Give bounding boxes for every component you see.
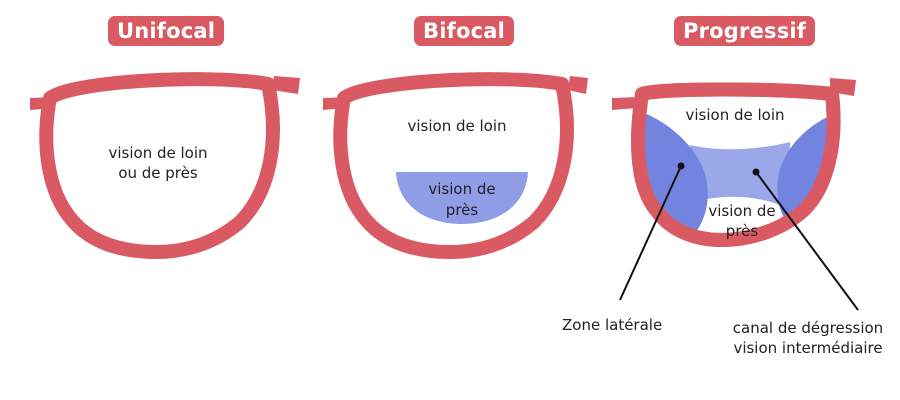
progressif-glasses: vision de loin vision de près Zone latér… [562,78,883,357]
unifocal-label-line1: vision de loin [108,144,207,162]
unifocal-right-temple [272,76,300,94]
bifocal-near-label-line1: vision de [428,180,495,198]
progressif-near-label-line1: vision de [708,202,775,220]
lateral-zone-callout-label: Zone latérale [562,316,662,334]
bifocal-far-label: vision de loin [407,117,506,135]
unifocal-label-line2: ou de près [118,164,198,182]
channel-callout-line [755,171,859,311]
progressif-right-temple [830,78,856,96]
bifocal-glasses: vision de loin vision de près [323,72,588,259]
channel-callout-label-line1: canal de dégression [733,319,883,337]
channel-callout-dot [752,168,760,176]
bifocal-frame [333,72,574,259]
lateral-callout-dot [677,162,685,170]
bifocal-near-label-line2: près [446,201,479,219]
progressif-title: Progressif [674,16,816,46]
unifocal-title: Unifocal [108,16,225,46]
unifocal-glasses: vision de loin ou de près [30,72,300,259]
lateral-callout-line [619,165,682,301]
progressif-intermediate-channel [690,142,790,208]
progressif-frame-rim [631,82,841,247]
bifocal-near-segment [396,172,528,224]
progressif-left-temple [612,97,640,110]
progressif-near-label-line2: près [726,222,759,240]
channel-callout-label-line2: vision intermédiaire [733,339,882,357]
bifocal-title: Bifocal [414,16,514,46]
unifocal-frame [39,72,280,259]
bifocal-right-temple [568,76,588,94]
progressif-far-label: vision de loin [685,106,784,124]
